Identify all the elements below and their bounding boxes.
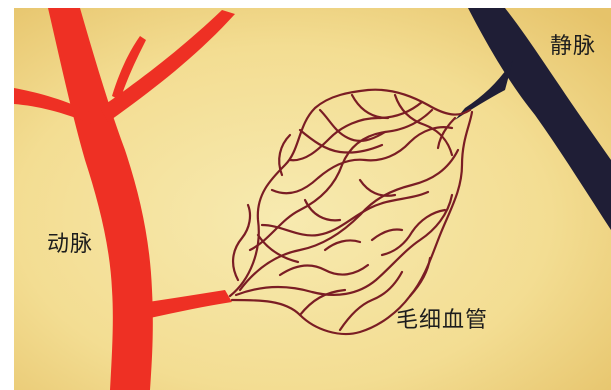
- artery-label: 动脉: [47, 226, 93, 258]
- capillaries-label: 毛细血管: [396, 302, 488, 334]
- vein-label: 静脉: [550, 28, 596, 60]
